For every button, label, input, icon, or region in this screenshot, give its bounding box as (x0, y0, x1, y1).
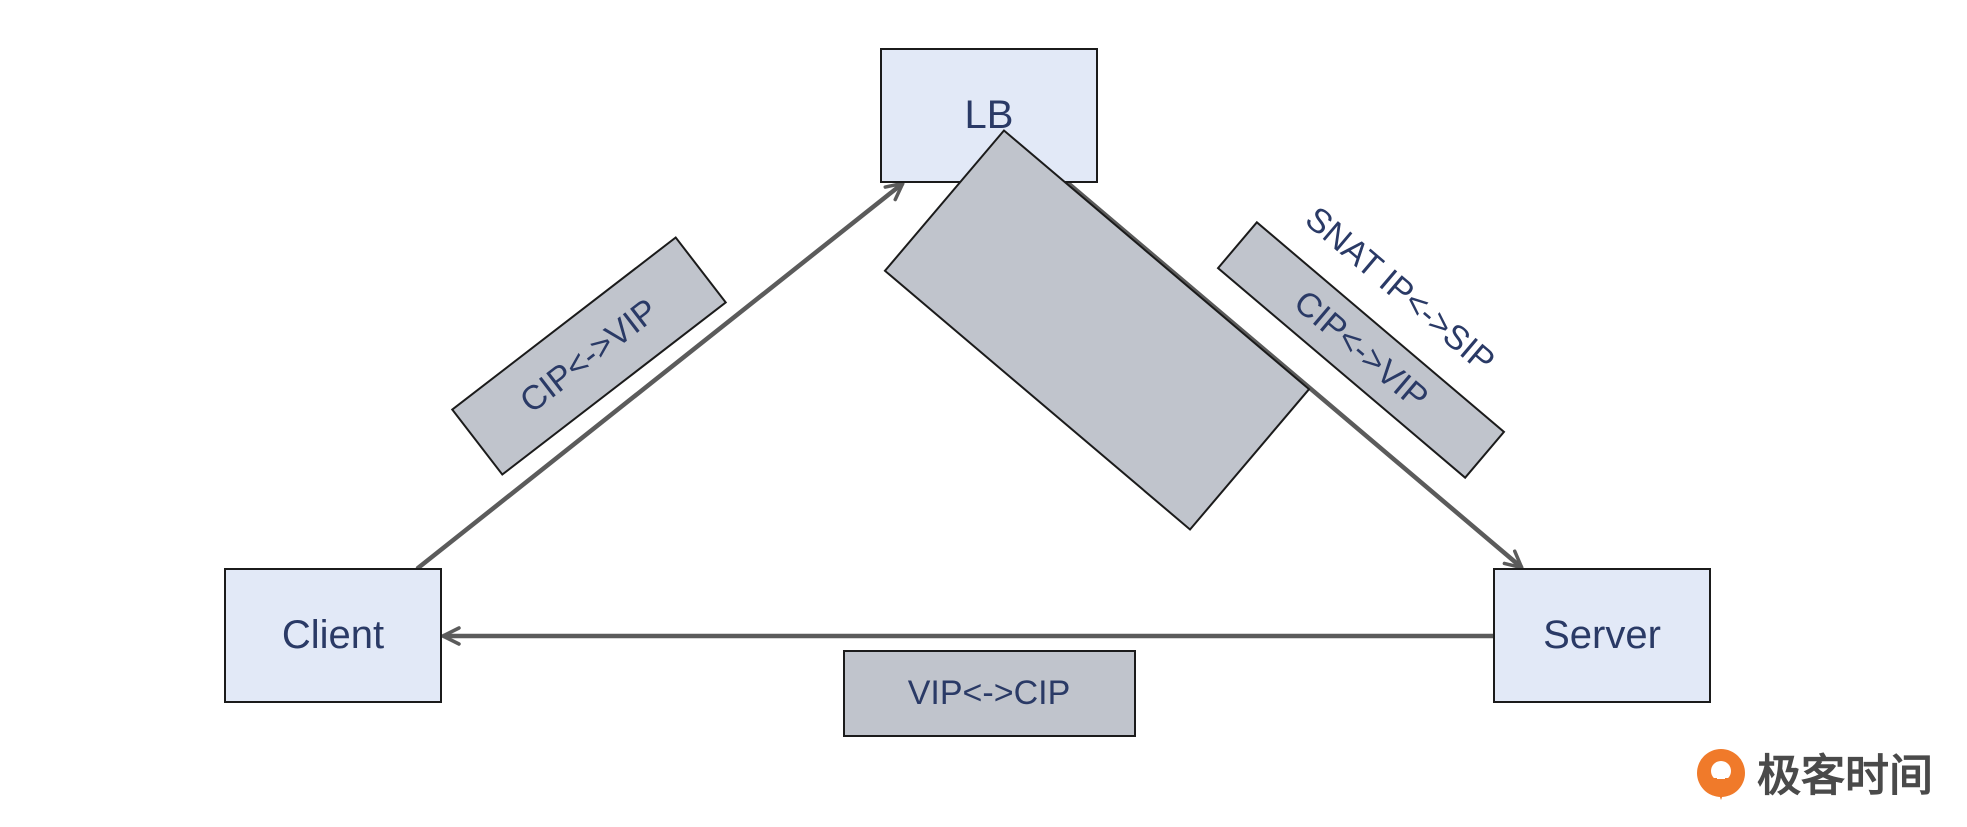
edge-lb-to-server (1066, 181, 1524, 570)
node-lb-label: LB (965, 93, 1014, 137)
edge-label-server-to-client-text: VIP<->CIP (908, 674, 1071, 712)
node-server-label: Server (1543, 613, 1661, 657)
node-server: Server (1493, 568, 1711, 703)
edge-client-to-lb (415, 181, 905, 571)
geektime-logo-icon (1697, 749, 1745, 800)
edge-label-server-to-client: VIP<->CIP (843, 650, 1136, 737)
node-client-label: Client (282, 613, 384, 657)
edge-label-lb-to-server-outer (883, 129, 1311, 531)
node-client: Client (224, 568, 442, 703)
brand-logo: 极客时间 (1697, 749, 1933, 802)
brand-logo-text: 极客时间 (1757, 751, 1933, 802)
